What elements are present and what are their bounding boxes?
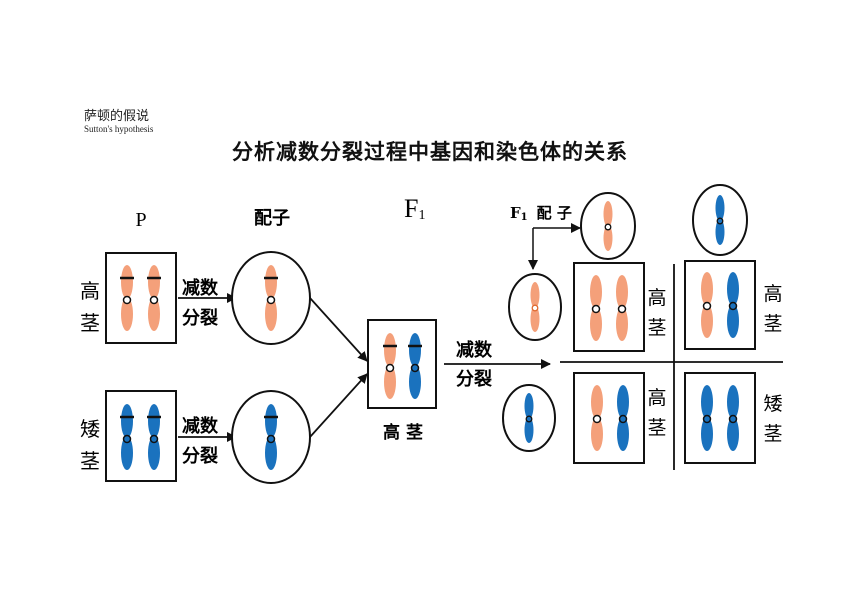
label-tl-tall-b: 茎 — [647, 317, 666, 339]
offspring-bl-chromosome-1 — [591, 385, 603, 451]
label-f1-sub: 1 — [418, 208, 425, 223]
label-f1-gamete-f: F — [510, 204, 521, 222]
label-f1-tall: 高 茎 — [383, 422, 423, 443]
label-meiosis-top-2: 分裂 — [182, 308, 218, 329]
label-f1-gamete-word: 配 子 — [537, 204, 572, 222]
label-tl-tall-a: 高 — [647, 287, 666, 309]
offspring-tr-chromosome-2 — [727, 272, 739, 338]
f1-gamete-top-blue-chromosome — [715, 195, 725, 245]
p-tall-cell — [105, 252, 177, 344]
label-f1-meiosis-1: 减数 — [456, 339, 493, 361]
label-tr-tall-a: 高 — [763, 283, 782, 305]
f1-chromosome-blue — [408, 333, 422, 399]
label-meiosis-bottom-1: 减数 — [182, 415, 219, 437]
label-tall-a: 高 — [80, 279, 100, 303]
label-meiosis-top-1: 减数 — [182, 277, 219, 299]
label-bl-tall-b: 茎 — [647, 417, 666, 439]
gamete-tall-chromosome — [264, 265, 278, 331]
gamete-dwarf-chromosome — [264, 404, 278, 470]
label-dwarf-b: 茎 — [80, 449, 100, 473]
offspring-cell-tr — [684, 260, 756, 350]
offspring-cell-br — [684, 372, 756, 464]
label-dwarf-a: 矮 — [80, 417, 100, 441]
offspring-br-chromosome-1 — [701, 385, 713, 451]
header-english: Sutton's hypothesis — [84, 124, 154, 134]
p-dwarf-cell — [105, 390, 177, 482]
p-dwarf-chromosome-2 — [147, 404, 161, 470]
label-p: P — [135, 209, 146, 231]
diagram-title: 分析减数分裂过程中基因和染色体的关系 — [232, 139, 628, 164]
label-tr-tall-b: 茎 — [763, 313, 782, 335]
label-f1: F1 — [404, 194, 425, 223]
offspring-cell-bl — [573, 372, 645, 464]
f1-chromosome-orange — [383, 333, 397, 399]
offspring-tl-chromosome-1 — [590, 275, 602, 341]
p-tall-chromosome-1 — [120, 265, 134, 331]
offspring-tr-chromosome-1 — [701, 272, 713, 338]
f1-gamete-left-orange-chromosome — [530, 282, 540, 332]
label-meiosis-bottom-2: 分裂 — [182, 446, 218, 467]
f1-gamete-left-blue-chromosome — [524, 393, 534, 443]
p-tall-chromosome-2 — [147, 265, 161, 331]
label-tall-b: 茎 — [80, 311, 100, 335]
label-br-dwarf-b: 茎 — [763, 423, 782, 445]
arrow-gamete-dwarf-to-f1 — [309, 373, 368, 438]
label-bl-tall-a: 高 — [647, 387, 666, 409]
arrow-gamete-tall-to-f1 — [309, 297, 368, 362]
f1-cell — [367, 319, 437, 409]
offspring-tl-chromosome-2 — [616, 275, 628, 341]
offspring-br-chromosome-2 — [727, 385, 739, 451]
label-f1-gamete-sub: 1 — [521, 212, 528, 223]
offspring-cell-tl — [573, 262, 645, 352]
label-f1-meiosis-2: 分裂 — [456, 369, 492, 390]
label-gamete: 配子 — [254, 208, 290, 229]
offspring-bl-chromosome-2 — [617, 385, 629, 451]
f1-gamete-top-orange-chromosome — [603, 201, 613, 251]
p-dwarf-chromosome-1 — [120, 404, 134, 470]
label-f1-gamete: F1 配 子 — [510, 204, 572, 223]
header-chinese: 萨顿的假说 — [84, 109, 150, 124]
label-br-dwarf-a: 矮 — [763, 393, 782, 415]
label-f1-main: F — [404, 194, 418, 223]
